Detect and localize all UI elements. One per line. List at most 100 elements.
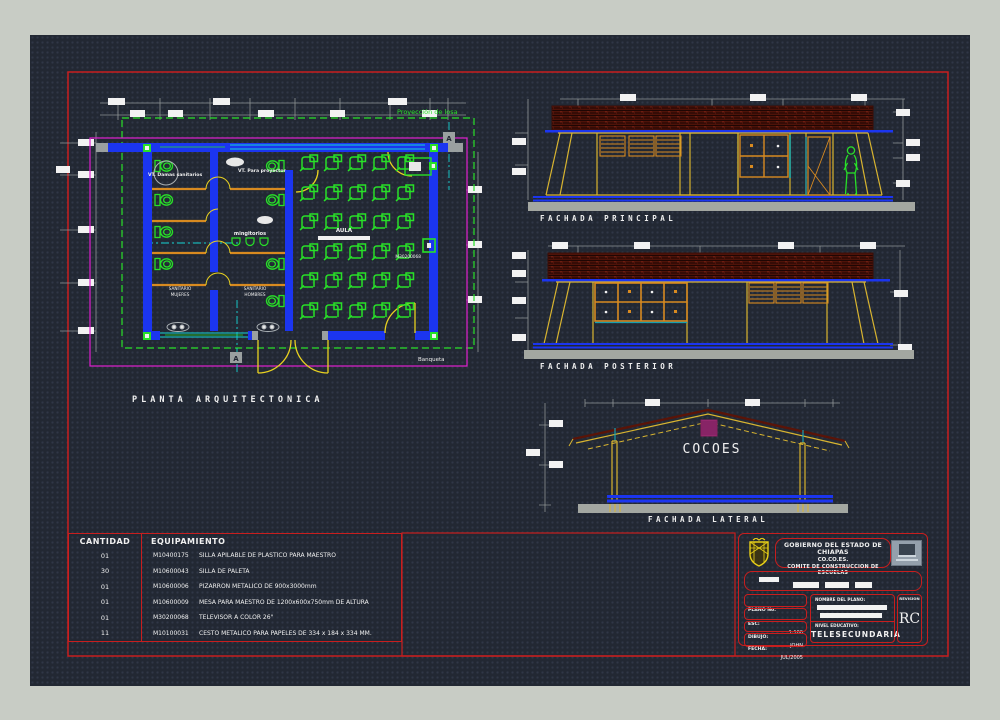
fecha-value: JUL/2005 [780, 654, 803, 661]
sanitario-mujeres-label: SANITARIO [169, 286, 192, 291]
slab-projection-outline [121, 117, 475, 349]
fl-ties [614, 428, 804, 443]
round-lavatory [153, 160, 179, 186]
fl-vent-block [700, 419, 718, 437]
lavabo [257, 216, 273, 224]
table-row: 11 M10100031 CESTO METALICO PARA PAPELES… [69, 626, 401, 642]
qty-header: CANTIDAD [79, 537, 131, 546]
gov-line1: GOBIERNO DEL ESTADO DE CHIAPAS [784, 542, 882, 556]
fpo-roof [547, 252, 874, 280]
redacted-text-block [820, 613, 882, 618]
title-block-left-column: PLANO No. ESC: 1:100 DIBUJO: JOHN FECHA:… [744, 594, 807, 661]
logo-shield [899, 544, 915, 556]
mingitorios-label: mingitorios [234, 231, 266, 237]
row-qty: 30 [100, 567, 110, 576]
government-header: GOBIERNO DEL ESTADO DE CHIAPAS CO.CO.ES.… [775, 538, 891, 576]
revision-value: RC [898, 611, 921, 627]
fp-window-grid [739, 134, 791, 178]
logo-bar [898, 555, 916, 557]
column-marker [430, 332, 438, 340]
plan-dimension-text-blocks [56, 98, 482, 334]
teacher-table [404, 157, 432, 176]
column-marker [143, 332, 151, 340]
redacted-text-block [825, 582, 849, 588]
sanitario-hombres-label2: HOMBRES [244, 292, 265, 297]
walls [96, 143, 463, 340]
row-desc: PIZARRON METALICO DE 900x3000mm [199, 583, 317, 591]
facade-posterior-title: FACHADA POSTERIOR [540, 362, 676, 371]
fpo-louver-window [775, 282, 802, 304]
floor-plan: A A Proyección de losa Banqueta AULA VT.… [56, 98, 482, 405]
fp-roofline [545, 130, 893, 133]
row-desc: CESTO METALICO PARA PAPELES DE 334 x 184… [199, 629, 372, 637]
fl-base [607, 495, 833, 503]
dibujo-value: JOHN [790, 642, 803, 649]
door-tags [166, 322, 280, 332]
row-qty: 11 [100, 629, 110, 638]
sanitario-mujeres-label2: MUJERES [171, 292, 190, 297]
tv-screen [427, 243, 431, 248]
fl-dim-blocks [526, 399, 760, 468]
plano-label: PLANO No. [748, 608, 776, 613]
nivel-value: TELESECUNDARIA [811, 630, 901, 639]
urinal [245, 237, 255, 247]
cell-divider [811, 621, 894, 622]
equipment-table: CANTIDAD EQUIPAMIENTO 01 M10400175 SILLA… [68, 533, 402, 642]
facade-lateral: COCOES FACHADA LATERAL [526, 399, 850, 524]
table-row: 01 M10600009 MESA PARA MAESTRO DE 1200x6… [69, 595, 401, 611]
lavabo [226, 157, 244, 167]
fl-columns [611, 440, 806, 502]
cocoes-roof-text: COCOES [683, 442, 742, 457]
cocoes-logo [891, 540, 922, 566]
dibujo-label: DIBUJO: [748, 635, 769, 640]
redacted-label-block [759, 577, 779, 582]
logo-bar [896, 559, 918, 561]
row-qty: 01 [100, 613, 110, 622]
facade-posterior: FACHADA POSTERIOR [512, 242, 914, 371]
fp-door [805, 136, 831, 196]
fp-ground [528, 202, 915, 211]
title-block: GOBIERNO DEL ESTADO DE CHIAPAS CO.CO.ES.… [738, 533, 928, 661]
fp-louver-window [655, 135, 682, 157]
gov-line2: CO.CO.ES. [817, 557, 849, 563]
column-marker [143, 144, 151, 152]
row-qty: 01 [100, 551, 110, 560]
row-code: M10600009 [153, 598, 189, 606]
facade-principal-title: FACHADA PRINCIPAL [540, 214, 676, 223]
fpo-dim-blocks [512, 242, 912, 351]
person-figure [843, 146, 859, 195]
urinal [231, 237, 241, 247]
row-code: M10100031 [153, 629, 189, 637]
nombre-label: NOMBRE DEL PLANO: [815, 597, 866, 602]
fp-louver-window [628, 135, 655, 157]
teacher-table-top [409, 162, 421, 171]
plan-name-cell: NOMBRE DEL PLANO: NIVEL EDUCATIVO: TELES… [810, 594, 901, 643]
table-row: 30 M10600043 SILLA DE PALETA [69, 564, 401, 580]
plan-title: PLANTA ARQUITECTONICA [132, 395, 323, 405]
redacted-text-block [855, 582, 872, 588]
slab-projection-label: Proyección de losa [397, 108, 458, 116]
banqueta-label: Banqueta [418, 357, 445, 363]
table-row: 01 M10600006 PIZARRON METALICO DE 900x30… [69, 579, 401, 595]
redacted-text-block [793, 582, 819, 588]
redacted-text-block [817, 605, 887, 610]
fecha-label: FECHA: [748, 647, 767, 652]
dibujo-cell: DIBUJO: JOHN [744, 621, 807, 649]
table-column-divider [141, 534, 142, 641]
stall-doors [205, 176, 231, 286]
sanitario-hombres-label: SANITARIO [244, 286, 267, 291]
row-code: M10600006 [153, 583, 189, 591]
vt-proyector-label: VT. Para proyector [238, 168, 287, 174]
row-desc: MESA PARA MAESTRO DE 1200x600x750mm DE A… [199, 598, 369, 606]
window-bands [160, 144, 425, 338]
row-desc: SILLA DE PALETA [199, 567, 250, 575]
urinal [259, 237, 269, 247]
fpo-ground [524, 350, 914, 359]
facade-principal: FACHADA PRINCIPAL [512, 94, 920, 223]
pizarron-strip [318, 236, 370, 240]
toilet [154, 193, 174, 207]
fp-dim-lines [515, 98, 905, 200]
sheet-frame [67, 71, 949, 657]
